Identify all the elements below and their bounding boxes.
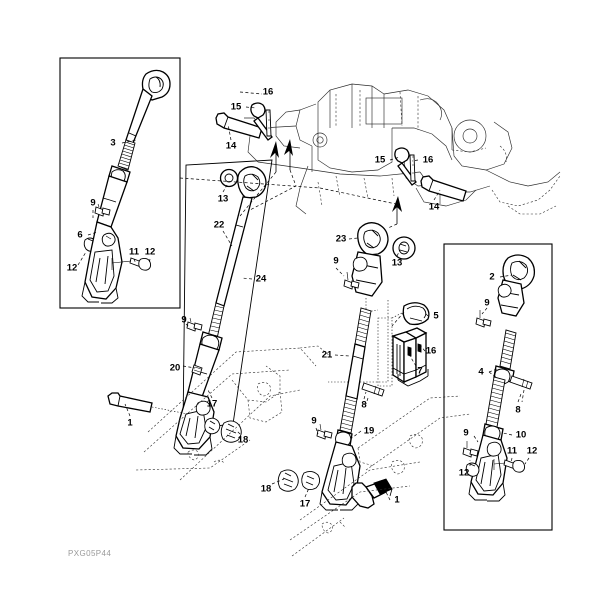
callout-label: 12 <box>527 446 538 457</box>
callout-label: 13 <box>218 194 229 205</box>
callout-label: 2 <box>489 272 494 283</box>
callout-label: 11 <box>507 446 518 457</box>
callout-label: 1 <box>127 418 133 429</box>
top-pin-group-right <box>179 147 467 229</box>
callout-label: 14 <box>429 202 440 213</box>
right-inset-assembly <box>462 254 536 502</box>
callout-label: 24 <box>256 274 267 285</box>
callout-label: 12 <box>459 468 470 479</box>
callout-label: 15 <box>375 155 386 166</box>
callout-label: 9 <box>333 256 338 267</box>
left-inset-leaders <box>77 139 151 266</box>
watermark-text: PXG05P44 <box>68 549 111 558</box>
callout-label: 18 <box>261 484 272 495</box>
callout-label: 17 <box>207 399 218 410</box>
callout-label: 23 <box>336 234 347 245</box>
callout-label: 14 <box>226 141 237 152</box>
callout-label: 17 <box>300 499 311 510</box>
callout-label: 9 <box>463 428 468 439</box>
callout-label: 3 <box>110 138 115 149</box>
top-pin-group-left <box>215 102 297 217</box>
callout-label: 8 <box>361 400 366 411</box>
callout-label: 9 <box>181 315 186 326</box>
callout-label: 15 <box>231 102 242 113</box>
callout-label: 11 <box>129 247 140 258</box>
ghost-hitch-base-left <box>135 345 331 481</box>
callout-leaders <box>124 91 441 501</box>
callout-label: 1 <box>394 495 400 506</box>
callout-label: 9 <box>90 198 95 209</box>
callout-label: 16 <box>423 155 434 166</box>
callout-label: 7 <box>417 366 422 377</box>
callout-label: 9 <box>484 298 489 309</box>
callout-label: 21 <box>322 350 333 361</box>
left-inset-assembly <box>81 69 171 304</box>
right-inset-leaders <box>469 274 530 466</box>
ghost-hitch-base-right <box>289 395 471 557</box>
callout-label: 19 <box>364 426 375 437</box>
callout-label: 5 <box>433 311 439 322</box>
center-lift-link-group <box>107 159 273 456</box>
callout-label: 20 <box>170 363 181 374</box>
center-right-assembly <box>277 222 430 511</box>
callout-label: 22 <box>214 220 225 231</box>
callout-label: 12 <box>67 263 78 274</box>
right-detail-inset-border <box>443 243 553 531</box>
callout-label: 16 <box>426 346 437 357</box>
callout-label: 4 <box>478 367 484 378</box>
callout-label: 18 <box>238 435 249 446</box>
callout-label: 12 <box>145 247 156 258</box>
callout-label: 9 <box>311 416 316 427</box>
callout-label: 16 <box>263 87 274 98</box>
callout-number-layer: 3 9 6 12 11 12 16 15 14 15 16 14 13 22 2… <box>67 87 538 510</box>
callout-label: 13 <box>392 258 403 269</box>
callout-label: 8 <box>515 405 520 416</box>
left-detail-inset-border <box>59 57 181 309</box>
callout-label: 10 <box>516 430 527 441</box>
callout-label: 6 <box>77 230 82 241</box>
